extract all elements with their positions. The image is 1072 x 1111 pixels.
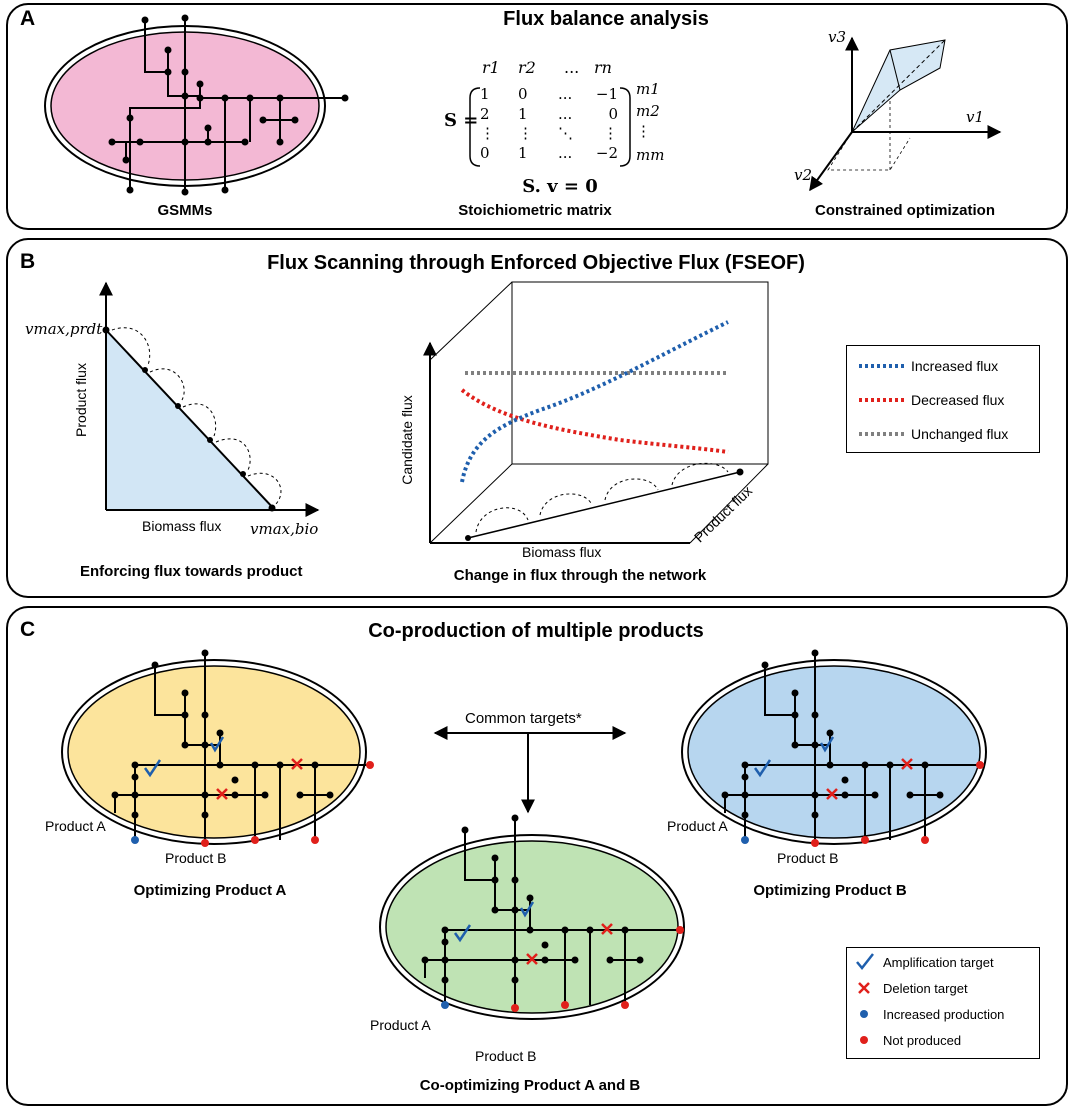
panel-c-letter: C xyxy=(20,618,36,641)
product-b-label-2: Product B xyxy=(777,850,839,866)
matrix-caption: Stoichiometric matrix xyxy=(458,202,612,219)
check-icon xyxy=(856,953,874,970)
opt-axis-v2: v2 xyxy=(794,166,813,184)
matrix-brackets xyxy=(469,87,631,167)
matrix-cell: ⋮ xyxy=(518,124,533,142)
col-header: r2 xyxy=(518,58,536,77)
target-legend: Amplification target Deletion target Inc… xyxy=(846,947,1040,1059)
legend-label: Not produced xyxy=(883,1033,962,1048)
col-header: ... xyxy=(564,58,580,77)
product-a-label-1: Product A xyxy=(45,818,106,834)
panel-a-title: Flux balance analysis xyxy=(503,8,709,30)
panel-b-title: Flux Scanning through Enforced Objective… xyxy=(267,252,805,274)
caption-co-optimizing: Co-optimizing Product A and B xyxy=(419,1077,641,1094)
product-a-label-2: Product A xyxy=(667,818,728,834)
row-header: m1 xyxy=(636,80,660,98)
legend-label: Deletion target xyxy=(883,981,968,996)
matrix-label: S = xyxy=(444,110,479,131)
legend-item: Increased production xyxy=(847,1004,1039,1024)
matrix-cell: 0 xyxy=(608,105,618,123)
product-b-label-1: Product B xyxy=(165,850,227,866)
row-header: ⋮ xyxy=(636,122,651,140)
matrix-cell: ... xyxy=(558,85,573,103)
matrix-cell: ⋱ xyxy=(558,124,573,142)
panel-b-letter: B xyxy=(20,250,36,273)
matrix-cell: ... xyxy=(558,144,573,162)
opt-axis-v1: v1 xyxy=(966,108,985,126)
matrix-cell: 0 xyxy=(518,85,528,103)
cross-icon xyxy=(858,982,870,994)
matrix-cell: 0 xyxy=(480,144,490,162)
legend-item: Deletion target xyxy=(847,978,1039,998)
gsmm-caption: GSMMs xyxy=(157,202,213,219)
opt-caption: Constrained optimization xyxy=(815,202,995,219)
matrix-cell: ... xyxy=(558,105,573,123)
legend-item: Unchanged flux xyxy=(847,424,1039,444)
matrix-cell: ⋮ xyxy=(603,124,618,142)
row-header: mm xyxy=(636,146,665,164)
legend-item: Increased flux xyxy=(847,356,1039,376)
biomass-flux-label-3d: Biomass flux xyxy=(522,544,602,560)
matrix-cell: 1 xyxy=(518,144,528,162)
matrix-cell: −2 xyxy=(595,144,618,162)
matrix-cell: ⋮ xyxy=(480,124,495,142)
flux-legend: Increased flux Decreased flux Unchanged … xyxy=(846,345,1040,453)
stoichiometric-matrix: r1 r2 ... rn S = 1 0 ... −1 2 1 ... 0 ⋮ … xyxy=(440,58,670,188)
legend-item: Not produced xyxy=(847,1030,1039,1050)
product-a-label-3: Product A xyxy=(370,1017,431,1033)
matrix-cell: −1 xyxy=(595,85,618,103)
stoichiometric-equation: S. v = 0 xyxy=(522,176,598,197)
caption-optimizing-a: Optimizing Product A xyxy=(133,882,287,899)
matrix-cell: 1 xyxy=(480,85,490,103)
panel-b xyxy=(6,238,1068,598)
right-caption: Change in flux through the network xyxy=(453,567,707,584)
dot-icon xyxy=(860,1036,868,1044)
panel-a-letter: A xyxy=(20,7,36,30)
legend-item: Amplification target xyxy=(847,952,1039,972)
product-b-label-3: Product B xyxy=(475,1048,537,1064)
opt-axis-v3: v3 xyxy=(828,28,847,46)
cell-a xyxy=(67,665,361,839)
cell-b xyxy=(687,665,981,839)
legend-label: Decreased flux xyxy=(911,392,1005,408)
vmax-bio-label: vmax,bio xyxy=(250,520,319,538)
vmax-prdt-label: vmax,prdt xyxy=(25,320,103,338)
legend-label: Increased production xyxy=(883,1007,1005,1022)
col-header: r1 xyxy=(482,58,500,77)
cell-ab xyxy=(385,840,679,1014)
matrix-cell: 1 xyxy=(518,105,528,123)
legend-label: Increased flux xyxy=(911,358,999,374)
left-x-label: Biomass flux xyxy=(142,518,222,534)
row-header: m2 xyxy=(636,102,660,120)
legend-item: Decreased flux xyxy=(847,390,1039,410)
left-caption: Enforcing flux towards product xyxy=(80,563,303,580)
panel-a xyxy=(6,3,1068,230)
caption-optimizing-b: Optimizing Product B xyxy=(753,882,907,899)
panel-c xyxy=(6,606,1068,1106)
matrix-cell: 2 xyxy=(480,105,490,123)
col-header: rn xyxy=(594,58,612,77)
dot-icon xyxy=(860,1010,868,1018)
panel-c-title: Co-production of multiple products xyxy=(368,620,704,642)
legend-label: Amplification target xyxy=(883,955,994,970)
legend-label: Unchanged flux xyxy=(911,426,1009,442)
common-targets-label: Common targets* xyxy=(465,710,582,727)
